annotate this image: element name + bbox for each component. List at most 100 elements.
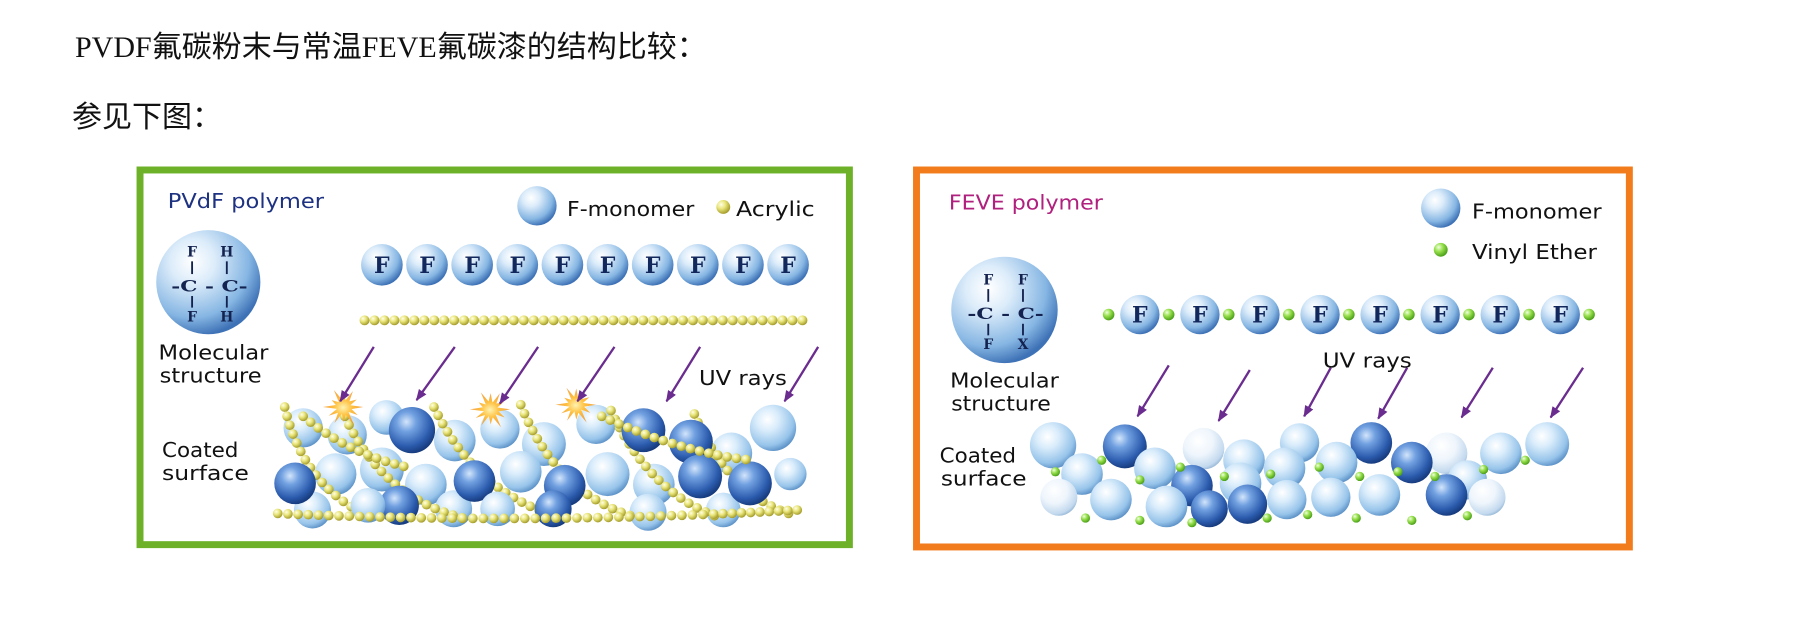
f-monomer-letter: F xyxy=(374,253,390,279)
f-monomer-ball xyxy=(722,243,764,286)
vinyl-ether-dot xyxy=(1187,518,1197,528)
acrylic-bead xyxy=(498,315,509,326)
acrylic-bead xyxy=(767,315,778,326)
acrylic-bead xyxy=(323,510,334,521)
f-monomer-sphere: F xyxy=(541,243,584,286)
acrylic-bead xyxy=(523,417,534,428)
pvdf-coated-surface xyxy=(272,387,807,531)
pale-sphere xyxy=(1468,478,1506,516)
acrylic-bead xyxy=(298,411,309,422)
f-monomer-sphere: F xyxy=(676,243,719,286)
f-monomer-sphere: F xyxy=(1120,294,1160,335)
acrylic-bead xyxy=(532,433,543,444)
feve-molecular-label-line1: Molecular xyxy=(950,368,1059,392)
acrylic-bead xyxy=(653,475,664,486)
acrylic-bead xyxy=(284,420,295,431)
f-monomer-ball xyxy=(1480,294,1520,335)
acrylic-bead xyxy=(677,510,687,521)
acrylic-bead xyxy=(499,513,509,524)
f-monomer-letter: F xyxy=(464,253,480,279)
acrylic-bead xyxy=(429,402,439,412)
acrylic-bead xyxy=(694,446,705,456)
acrylic-bead xyxy=(433,410,443,421)
acrylic-bead xyxy=(605,415,616,425)
document-intro-text: 参见下图： xyxy=(72,101,222,134)
acrylic-bead xyxy=(687,315,698,326)
uv-ray-arrow xyxy=(576,346,616,403)
acrylic-bead xyxy=(300,454,311,465)
acrylic-bead xyxy=(640,429,651,440)
legend-acrylic-swatch xyxy=(716,200,731,214)
vinyl-ether-dot xyxy=(1523,308,1535,321)
f-monomer-letter: F xyxy=(600,253,616,279)
acrylic-bead xyxy=(385,512,396,523)
acrylic-bead xyxy=(376,466,387,477)
light-sphere xyxy=(1263,447,1306,490)
f-monomer-letter: F xyxy=(780,253,796,279)
acrylic-bead xyxy=(631,426,642,436)
vinyl-ether-dot xyxy=(1222,308,1235,321)
pvdf-molecular-structure: F H -C - C- F H xyxy=(156,230,261,335)
feve-panel-heading: FEVE polymer xyxy=(949,190,1103,214)
acrylic-bead xyxy=(722,465,733,476)
acrylic-bead xyxy=(457,513,468,524)
acrylic-bead xyxy=(527,425,538,436)
acrylic-bead xyxy=(518,315,529,326)
formula-atom: H xyxy=(220,309,233,325)
acrylic-bead xyxy=(598,315,609,326)
acrylic-bead xyxy=(338,496,349,507)
acrylic-bead xyxy=(568,315,579,326)
pvdf-panel-heading: PVdF polymer xyxy=(168,189,325,213)
uv-ray-arrow xyxy=(415,346,456,402)
acrylic-bead xyxy=(383,473,394,483)
acrylic-bead xyxy=(409,315,420,326)
acrylic-bead xyxy=(747,315,758,326)
acrylic-bead xyxy=(406,512,416,523)
acrylic-bead xyxy=(590,494,601,505)
f-monomer-sphere: F xyxy=(406,243,448,286)
dark-sphere xyxy=(1425,474,1468,516)
feve-molecular-structure: F F -C - C- F X xyxy=(951,256,1058,364)
acrylic-bead xyxy=(354,446,364,457)
uv-ray-arrow xyxy=(498,346,540,405)
acrylic-bead xyxy=(389,315,400,326)
f-monomer-letter: F xyxy=(1192,303,1208,329)
acrylic-bead xyxy=(272,508,283,519)
f-monomer-ball xyxy=(676,243,719,286)
uv-damage-burst xyxy=(469,392,511,428)
acrylic-bead xyxy=(727,315,738,326)
acrylic-bead xyxy=(478,513,489,524)
pvdf-acrylic-chain xyxy=(359,315,808,326)
acrylic-bead xyxy=(572,513,582,523)
acrylic-bead xyxy=(353,436,364,447)
acrylic-bead xyxy=(582,489,593,500)
acrylic-bead xyxy=(447,435,458,445)
light-sphere xyxy=(1315,441,1358,484)
vinyl-ether-dot xyxy=(1343,308,1355,321)
acrylic-bead xyxy=(488,315,499,326)
legend-vinyl-ether-swatch xyxy=(1433,242,1448,257)
feve-surface-label-line1: Coated xyxy=(940,444,1016,468)
acrylic-bead xyxy=(429,315,440,326)
acrylic-bead xyxy=(436,513,447,523)
vinyl-ether-dot xyxy=(1355,471,1365,482)
uv-ray-arrow xyxy=(339,346,375,403)
acrylic-bead xyxy=(658,315,669,326)
acrylic-bead xyxy=(525,501,536,512)
acrylic-bead xyxy=(708,509,719,519)
legend-f-monomer-label: F-monomer xyxy=(1472,200,1602,224)
pale-sphere xyxy=(1182,427,1225,470)
f-monomer-letter: F xyxy=(1372,303,1388,329)
acrylic-bead xyxy=(295,446,306,457)
vinyl-ether-dot xyxy=(1265,469,1276,479)
acrylic-bead xyxy=(683,498,694,509)
pvdf-molecular-label-line2: structure xyxy=(160,364,262,388)
acrylic-bead xyxy=(648,315,659,326)
vinyl-ether-dot xyxy=(1097,455,1107,465)
acrylic-bead xyxy=(283,509,293,519)
f-monomer-letter: F xyxy=(1132,303,1148,329)
f-monomer-ball xyxy=(1180,294,1220,335)
acrylic-bead xyxy=(437,418,448,429)
acrylic-bead xyxy=(757,315,768,326)
light-sphere xyxy=(1145,485,1188,528)
